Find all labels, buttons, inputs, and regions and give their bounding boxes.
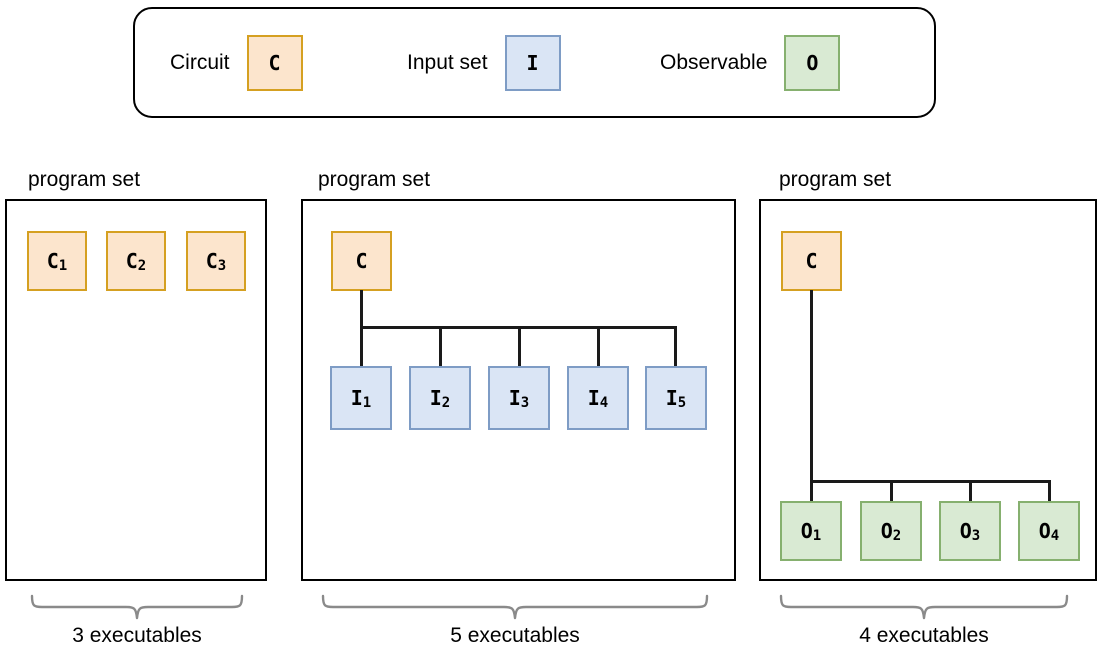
legend-label-input-set: Input set bbox=[407, 50, 488, 74]
node-o3-glyph: O bbox=[959, 519, 972, 543]
node-circuit-panel-2: C bbox=[331, 231, 392, 291]
connector-branch-o4 bbox=[1048, 480, 1051, 502]
node-c3-glyph: C bbox=[205, 249, 218, 273]
node-i5-subscript: 5 bbox=[677, 395, 687, 411]
node-i4-glyph: I bbox=[587, 386, 600, 410]
connector-branch-i2 bbox=[439, 326, 442, 367]
legend-glyph-input-set: I bbox=[526, 50, 539, 75]
node-c1-glyph: C bbox=[46, 249, 59, 273]
legend-glyph-circuit: C bbox=[268, 50, 281, 75]
connector-branch-o2 bbox=[890, 480, 893, 502]
node-c2-subscript: 2 bbox=[137, 258, 147, 274]
legend-item-input-set: Input set I bbox=[407, 34, 561, 91]
node-circuit-panel-2-glyph: C bbox=[355, 249, 368, 273]
node-o4-glyph: O bbox=[1038, 519, 1051, 543]
panel-title-1: program set bbox=[28, 168, 141, 191]
connector-branch-i5 bbox=[674, 326, 677, 367]
brace-label-panel-2: 5 executables bbox=[450, 624, 580, 647]
node-o1-glyph: O bbox=[800, 519, 813, 543]
legend-glyph-observable: O bbox=[806, 50, 819, 75]
node-i4-subscript: 4 bbox=[599, 395, 609, 411]
node-i2-glyph: I bbox=[429, 386, 442, 410]
node-i5-glyph: I bbox=[665, 386, 678, 410]
node-o2-glyph: O bbox=[880, 519, 893, 543]
legend-panel: Circuit C Input set I Observable O bbox=[133, 7, 936, 118]
brace-panel-1 bbox=[30, 594, 244, 620]
connector-root-drop-panel-2 bbox=[360, 290, 363, 329]
connector-branch-i4 bbox=[597, 326, 600, 367]
legend-label-observable: Observable bbox=[660, 50, 768, 74]
connector-branch-o3 bbox=[969, 480, 972, 502]
brace-panel-3 bbox=[779, 594, 1069, 620]
node-o4-subscript: 4 bbox=[1050, 528, 1060, 544]
panel-title-2: program set bbox=[318, 168, 431, 191]
node-c1-subscript: 1 bbox=[58, 258, 68, 274]
legend-label-circuit: Circuit bbox=[170, 50, 230, 74]
node-circuit-panel-3-glyph: C bbox=[805, 249, 818, 273]
node-i3-glyph: I bbox=[508, 386, 521, 410]
legend-item-observable: Observable O bbox=[660, 34, 841, 91]
observable-swatch-icon: O bbox=[784, 34, 841, 91]
node-c3-subscript: 3 bbox=[217, 258, 227, 274]
node-circuit-panel-3: C bbox=[781, 231, 842, 291]
connector-branch-i3 bbox=[518, 326, 521, 367]
input-set-swatch-icon: I bbox=[504, 34, 561, 91]
node-o2-subscript: 2 bbox=[892, 528, 902, 544]
panel-title-3: program set bbox=[779, 168, 892, 191]
connector-branch-i1 bbox=[360, 326, 363, 367]
connector-branch-o1 bbox=[810, 480, 813, 502]
legend-item-circuit: Circuit C bbox=[170, 34, 303, 91]
brace-label-panel-3: 4 executables bbox=[859, 624, 989, 647]
circuit-swatch-icon: C bbox=[246, 34, 303, 91]
node-i1-subscript: 1 bbox=[362, 395, 372, 411]
connector-bus-panel-3 bbox=[810, 480, 1050, 483]
node-i2-subscript: 2 bbox=[441, 395, 451, 411]
node-o3-subscript: 3 bbox=[971, 528, 981, 544]
node-i1-glyph: I bbox=[350, 386, 363, 410]
node-i3-subscript: 3 bbox=[520, 395, 530, 411]
node-o1-subscript: 1 bbox=[812, 528, 822, 544]
node-c2-glyph: C bbox=[125, 249, 138, 273]
brace-label-panel-1: 3 executables bbox=[72, 624, 202, 647]
brace-panel-2 bbox=[321, 594, 709, 620]
connector-root-drop-panel-3 bbox=[810, 290, 813, 482]
